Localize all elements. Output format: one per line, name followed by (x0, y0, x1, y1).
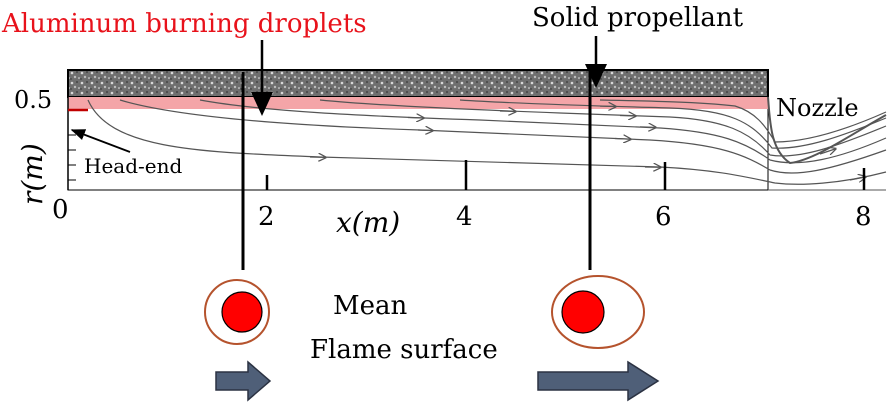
head-end-label: Head-end (84, 154, 182, 178)
velocity-arrow-large (537, 360, 660, 402)
x-tick-label-0: 0 (52, 195, 69, 225)
flow-arrow (499, 111, 515, 112)
streamline (87, 99, 887, 185)
burning-droplet-left (204, 279, 270, 345)
velocity-arrow-small (215, 360, 272, 402)
solid-propellant-label: Solid propellant (532, 3, 744, 33)
arrow-down-icon (251, 92, 273, 116)
streamline (119, 99, 887, 174)
streamline (199, 99, 887, 164)
label-arrow-solid-propellant (585, 36, 607, 88)
flow-arrow (407, 118, 423, 119)
flow-arrow (619, 116, 635, 117)
y-tick-label: 0.5 (14, 86, 52, 114)
x-axis-label: x(m) (336, 206, 400, 239)
x-tick-label-4: 4 (456, 202, 473, 232)
axis-ticks (68, 108, 866, 191)
streamlines (87, 99, 887, 185)
x-tick-label-2: 2 (258, 202, 275, 232)
flow-arrow (417, 130, 432, 131)
label-arrow-aluminum (251, 40, 273, 116)
x-tick-label-8: 8 (855, 202, 872, 232)
burning-droplet-right (551, 275, 645, 349)
flow-arrow (819, 149, 835, 154)
x-tick-label-6: 6 (655, 202, 672, 232)
streamline (319, 99, 887, 157)
solid-propellant-layer (67, 69, 769, 98)
droplet-core-left (221, 291, 263, 333)
mean-flame-label-line2: Flame surface (310, 335, 498, 365)
flow-arrow (639, 127, 655, 128)
aluminum-droplets-label: Aluminum burning droplets (1, 9, 367, 39)
head-end-arrow (70, 129, 131, 153)
droplet-core-right (561, 290, 605, 334)
streamline (599, 99, 887, 143)
y-axis-label: r(m) (16, 143, 49, 205)
chamber-interior (67, 95, 769, 191)
flow-arrow (849, 177, 865, 180)
arrow-down-icon (585, 64, 607, 88)
mean-flame-label-line1: Mean (333, 291, 408, 321)
flow-arrow (614, 139, 630, 140)
streamline (459, 99, 887, 149)
nozzle-label: Nozzle (776, 94, 859, 122)
